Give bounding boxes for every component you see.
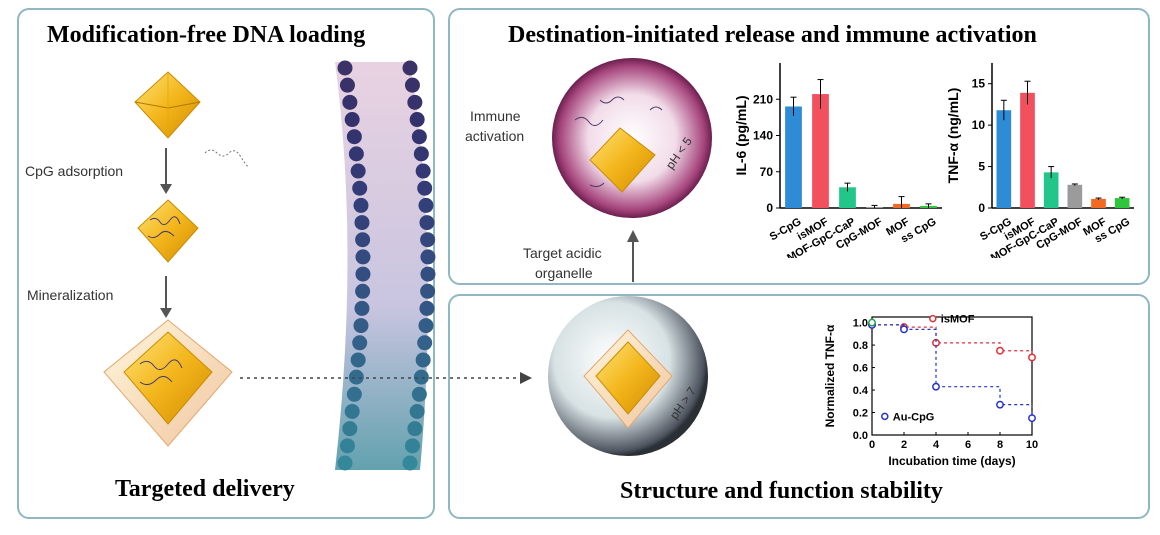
legend-marker	[929, 314, 937, 323]
panel-footer-targeted-delivery: Targeted delivery	[115, 476, 295, 502]
series-point	[900, 325, 908, 334]
y-tick-label: 0	[766, 201, 773, 215]
panel-title-loading: Modification-free DNA loading	[47, 22, 366, 48]
x-tick-label: 4	[933, 439, 940, 451]
target-label-line2: organelle	[535, 265, 593, 281]
bar	[1020, 92, 1035, 208]
x-axis-label: Incubation time (days)	[888, 454, 1015, 468]
immune-label-line2: activation	[465, 128, 525, 144]
target-label-line1: Target acidic	[523, 245, 602, 261]
y-axis-label: IL-6 (pg/mL)	[733, 95, 749, 175]
x-tick-label: 2	[901, 439, 907, 451]
bar	[812, 94, 829, 208]
series-point	[1028, 414, 1036, 423]
series-line	[872, 324, 1033, 358]
y-axis-label: TNF-α (ng/mL)	[945, 88, 961, 184]
bar	[1114, 198, 1130, 208]
legend-marker	[881, 412, 889, 421]
bar	[1067, 184, 1083, 208]
panel-title-stability: Structure and function stability	[620, 478, 943, 504]
bar	[839, 187, 856, 208]
series-point	[996, 400, 1004, 409]
y-tick-label: 0.6	[853, 363, 868, 375]
y-tick-label: 15	[972, 77, 986, 91]
x-tick-label: 0	[869, 439, 875, 451]
step-cpg-adsorption: CpG adsorption	[25, 163, 124, 179]
bar	[785, 106, 802, 208]
x-tick-label: 6	[965, 439, 971, 451]
bar	[1091, 198, 1106, 208]
x-tick-label: 10	[1026, 439, 1038, 451]
series-point	[1028, 353, 1036, 362]
x-tick-label: 8	[997, 439, 1003, 451]
panel-title-release: Destination-initiated release and immune…	[508, 22, 1037, 48]
immune-label-line1: Immune	[470, 108, 521, 124]
y-tick-label: 0.4	[853, 385, 869, 397]
series-point	[932, 382, 940, 391]
series-line	[872, 324, 1033, 419]
bar	[996, 110, 1012, 208]
bar	[1043, 172, 1059, 208]
series-point	[868, 318, 876, 327]
y-tick-label: 0.8	[853, 340, 868, 352]
step-mineralization: Mineralization	[27, 287, 114, 303]
y-tick-label: 210	[753, 92, 773, 106]
y-tick-label: 70	[760, 165, 774, 179]
y-tick-label: 10	[972, 118, 986, 132]
y-axis-label: Normalized TNF-α	[823, 324, 837, 427]
plot-frame	[871, 316, 1033, 436]
y-tick-label: 1.0	[853, 318, 868, 330]
legend-label: Au-CpG	[893, 411, 935, 423]
series-point	[996, 346, 1004, 355]
legend-label: isMOF	[941, 314, 975, 326]
y-tick-label: 140	[753, 129, 773, 143]
y-tick-label: 5	[978, 160, 985, 174]
y-tick-label: 0.2	[853, 408, 868, 420]
panel-dna-loading	[17, 8, 435, 519]
y-tick-label: 0	[978, 201, 985, 215]
y-tick-label: 0.0	[853, 430, 868, 442]
